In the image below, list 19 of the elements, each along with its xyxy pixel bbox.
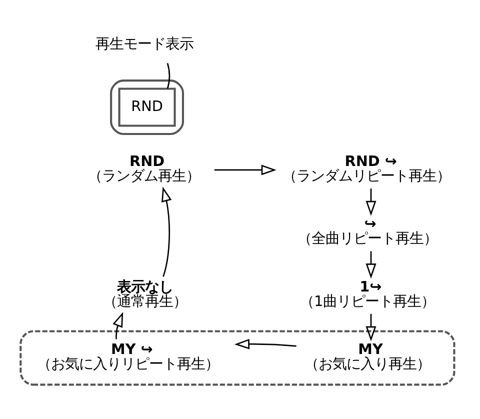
connector <box>166 62 170 89</box>
arrow <box>234 338 296 350</box>
arrow <box>366 251 376 279</box>
cluster <box>20 330 456 386</box>
arrow <box>214 164 276 176</box>
node-text: 再生モード表示 <box>96 36 194 52</box>
node-text: 表示なし （通常再生） <box>102 279 187 310</box>
node-text: ↪ （全曲リピート再生） <box>298 216 438 248</box>
arrow <box>162 186 172 277</box>
arrow <box>366 314 376 342</box>
node-text: MY ↪ （お気に入りリピート再生） <box>37 342 220 372</box>
cluster <box>110 80 184 136</box>
node-box: RND <box>118 88 176 127</box>
node-text: RND ↪ （ランダムリピート再生） <box>282 154 451 184</box>
arrow <box>112 312 124 340</box>
node-text: MY （お気に入り再生） <box>304 342 431 372</box>
node-text: 1↪ （1曲リピート再生） <box>300 279 436 310</box>
arrow <box>366 188 376 216</box>
node-text: RND （ランダム再生） <box>88 154 200 184</box>
